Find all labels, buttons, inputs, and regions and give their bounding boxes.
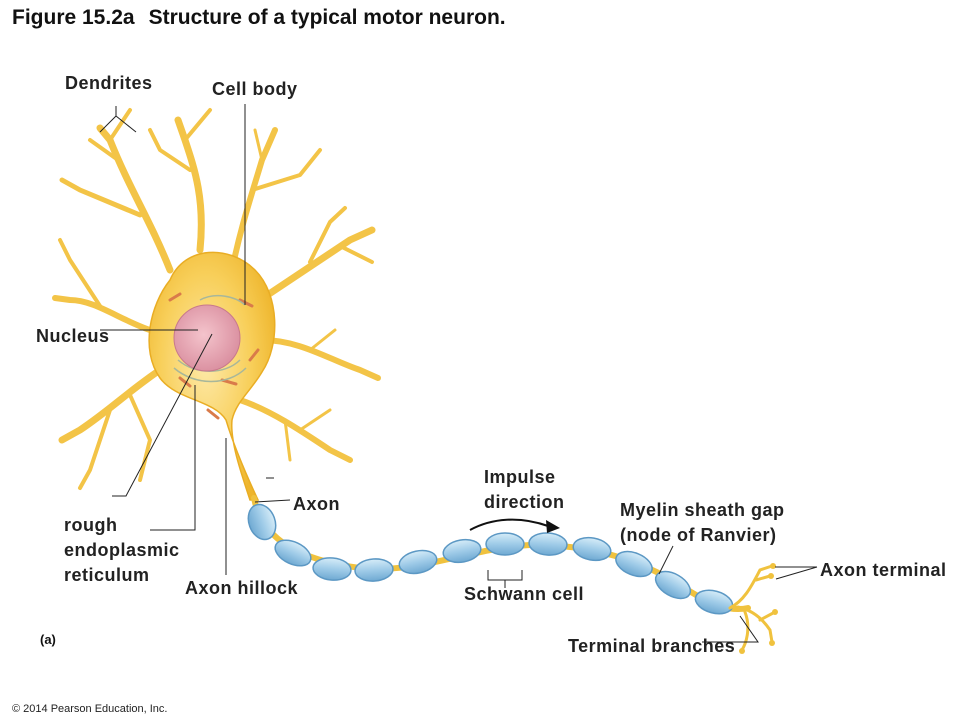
- leader-lines: [99, 104, 818, 643]
- label-rough-er-line1: rough: [64, 515, 118, 535]
- label-dendrites: Dendrites: [65, 73, 153, 93]
- figure-title: Figure 15.2a Structure of a typical motor…: [12, 6, 506, 30]
- label-schwann-cell: Schwann cell: [464, 584, 585, 604]
- label-impulse-direction: Impulse direction: [484, 465, 565, 515]
- schwann-cell-segment: [354, 558, 394, 582]
- axon-terminal-knobs: [739, 563, 778, 654]
- schwann-cell-segment: [398, 549, 438, 575]
- schwann-cell-segment: [247, 503, 277, 541]
- label-rough-er-line2: endoplasmic: [64, 540, 180, 560]
- figure-number: Figure 15.2a: [12, 6, 135, 29]
- myelin-sheath: [247, 503, 734, 615]
- label-myelin-line1: Myelin sheath gap: [620, 500, 785, 520]
- cell-body-shape: [148, 251, 276, 501]
- schwann-cell-segment: [274, 539, 312, 567]
- label-axon-hillock: Axon hillock: [185, 578, 299, 598]
- label-axon-terminal: Axon terminal: [820, 560, 947, 580]
- label-terminal-branches: Terminal branches: [568, 636, 736, 656]
- schwann-cell-segment: [572, 536, 612, 562]
- nucleus-shape: [173, 304, 241, 372]
- dendrites: [52, 108, 381, 490]
- terminal-branches-shape: [728, 564, 777, 652]
- label-impulse-line1: Impulse: [484, 467, 556, 487]
- label-myelin-sheath-gap: Myelin sheath gap (node of Ranvier): [620, 498, 785, 548]
- label-axon: Axon: [293, 494, 340, 514]
- label-cell-body: Cell body: [212, 79, 298, 99]
- label-impulse-line2: direction: [484, 492, 565, 512]
- schwann-cell-segment: [615, 550, 653, 578]
- label-nucleus: Nucleus: [36, 326, 110, 346]
- label-rough-er-line3: reticulum: [64, 565, 150, 585]
- label-myelin-line2: (node of Ranvier): [620, 525, 777, 545]
- impulse-direction-arrow: [469, 518, 560, 533]
- schwann-cell-segment: [654, 570, 692, 600]
- schwann-cell-segment: [442, 538, 482, 564]
- schwann-cell-segment: [694, 589, 734, 615]
- panel-label: (a): [40, 632, 56, 647]
- label-rough-er: rough endoplasmic reticulum: [64, 513, 180, 588]
- copyright: © 2014 Pearson Education, Inc.: [12, 703, 168, 715]
- schwann-cell-segment: [485, 532, 525, 556]
- schwann-cell-segment: [312, 557, 352, 581]
- schwann-cell-segment: [528, 532, 568, 556]
- figure-caption: Structure of a typical motor neuron.: [148, 6, 506, 29]
